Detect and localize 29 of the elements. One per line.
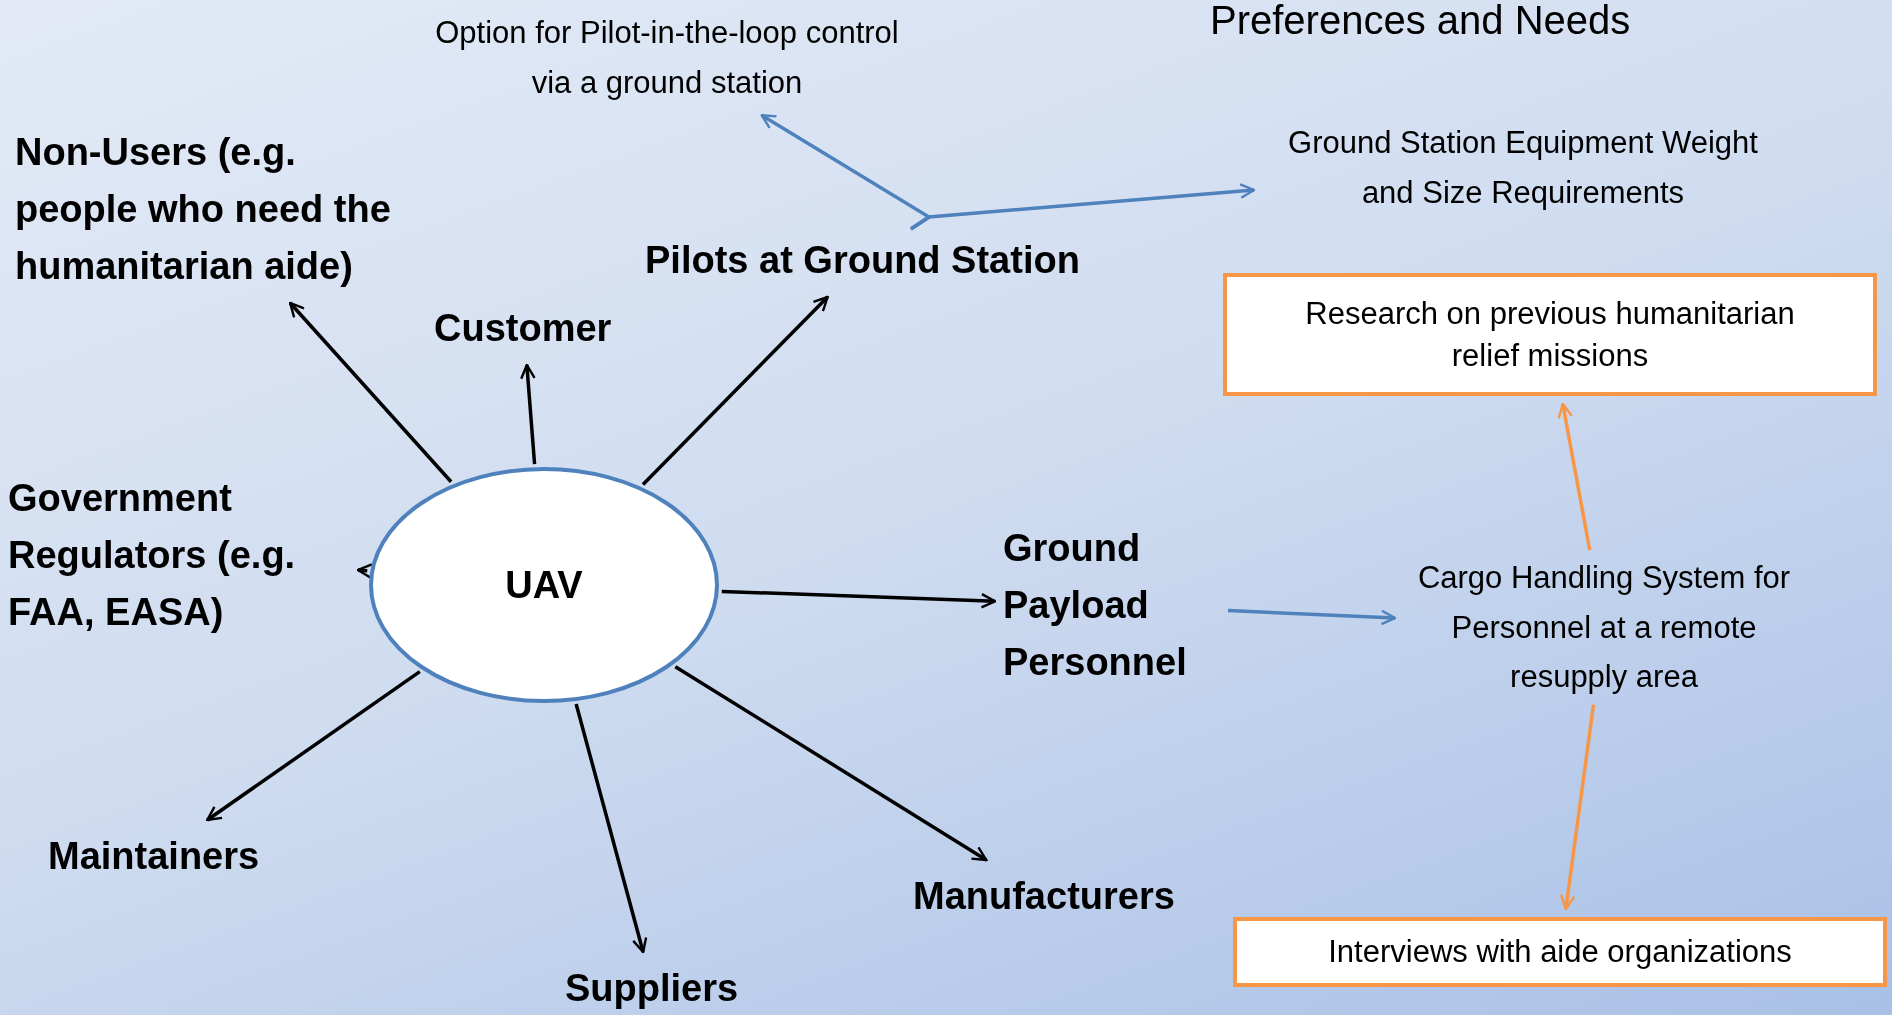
ellipse-label: UAV — [505, 562, 583, 608]
stakeholder-label: Customer — [434, 306, 613, 351]
stakeholder-label: Government Regulators (e.g. FAA, EASA) — [8, 476, 297, 635]
stakeholder-label: Maintainers — [48, 834, 261, 879]
arrow — [288, 301, 453, 483]
arrow — [1559, 704, 1596, 911]
stakeholder-label: Ground Payload Personnel — [1003, 526, 1188, 685]
arrow — [641, 295, 829, 486]
arrow — [1227, 608, 1397, 626]
arrow — [574, 703, 648, 954]
note-text: Option for Pilot-in-the-loop control via a ground station — [434, 14, 900, 102]
arrow — [520, 363, 537, 465]
heading-text: Preferences and Needs — [1210, 0, 1631, 43]
stakeholder-label: Manufacturers — [913, 874, 1176, 919]
arrow — [674, 665, 988, 862]
stakeholder-label: Suppliers — [565, 966, 740, 1011]
arrow — [356, 563, 374, 579]
arrow — [206, 670, 421, 822]
arrow — [909, 183, 1256, 231]
stakeholder-label: Pilots at Ground Station — [645, 238, 1081, 283]
box-text: Research on previous humanitarian relief missions — [1304, 294, 1796, 375]
note-box — [1223, 273, 1877, 396]
note-text: Cargo Handling System for Personnel at a remote resupply area — [1416, 559, 1792, 697]
note-box — [1233, 917, 1887, 987]
note-text: Ground Station Equipment Weight and Size Requirements — [1287, 124, 1759, 212]
box-text: Interviews with aide organizations — [1328, 933, 1792, 972]
stakeholder-label: Non-Users (e.g. people who need the humanitarian aide) — [15, 130, 392, 289]
arrow — [1557, 402, 1592, 551]
arrow — [721, 589, 997, 609]
